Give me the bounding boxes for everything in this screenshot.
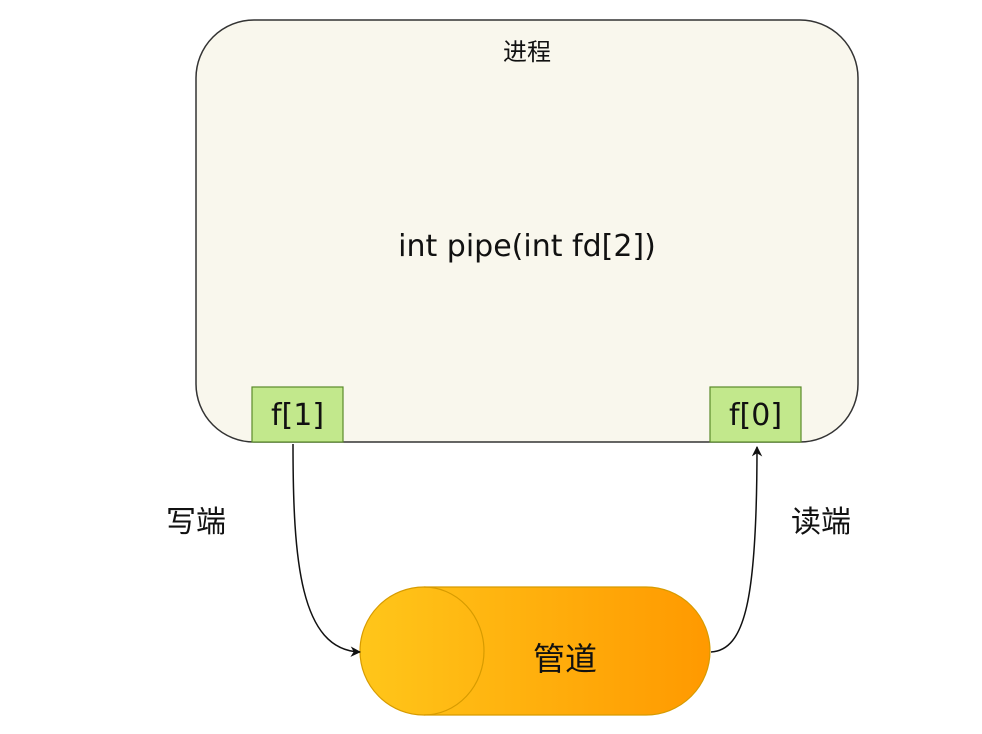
read-fd-label: f[0] bbox=[729, 398, 782, 433]
write-end-label: 写端 bbox=[166, 505, 226, 540]
write-fd-label: f[1] bbox=[271, 398, 324, 433]
process-box bbox=[195, 19, 859, 443]
read-fd-cell bbox=[709, 386, 802, 443]
pipe-label: 管道 bbox=[533, 640, 597, 678]
read-end-label: 读端 bbox=[791, 505, 851, 540]
read-arrow bbox=[710, 445, 763, 653]
pipe-cylinder-end bbox=[423, 586, 485, 716]
function-signature: int pipe(int fd[2]) bbox=[398, 229, 656, 264]
write-arrow bbox=[292, 443, 362, 657]
write-fd-cell bbox=[251, 386, 344, 443]
process-title: 进程 bbox=[503, 38, 551, 66]
